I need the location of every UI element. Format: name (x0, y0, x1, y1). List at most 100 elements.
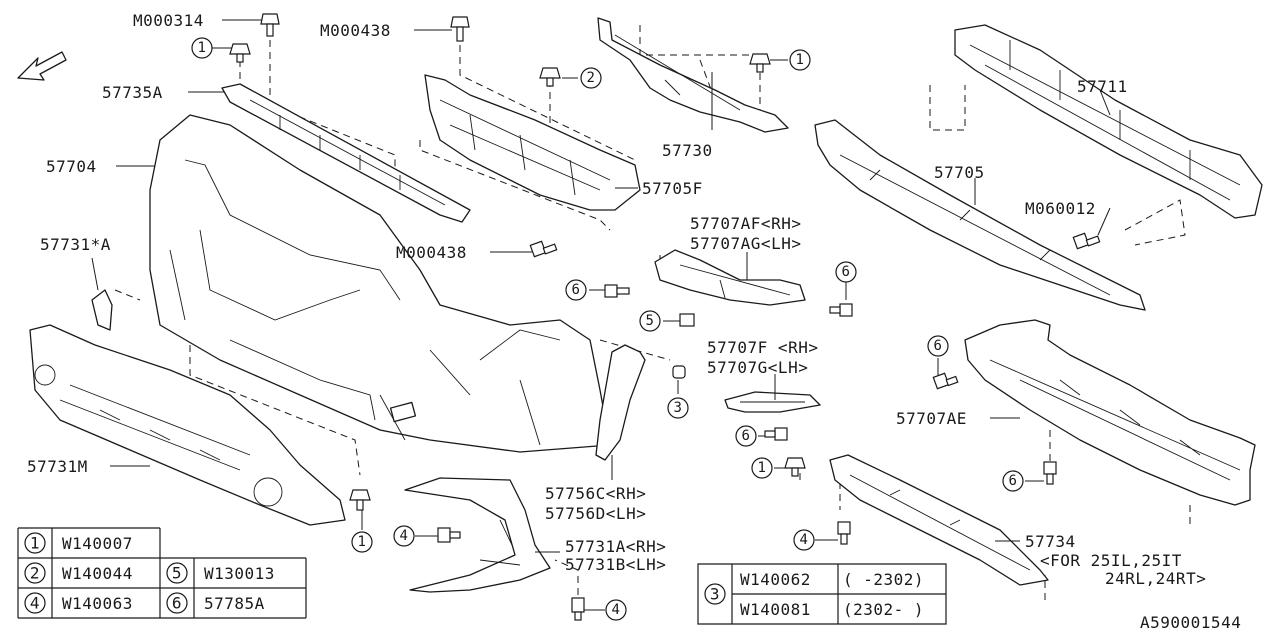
callout-6: 6 (1002, 470, 1024, 492)
bolt-icon (837, 521, 851, 545)
part-57730-bracket (597, 17, 789, 133)
bolt-icon (437, 527, 461, 543)
label-57707af: 57707AF<RH> (690, 214, 801, 233)
label-m000314: M000314 (133, 11, 204, 30)
svg-text:1: 1 (796, 52, 805, 68)
svg-text:1: 1 (198, 40, 207, 56)
label-57711: 57711 (1077, 77, 1128, 96)
part-57704-bumper-cover (149, 114, 611, 453)
svg-text:2: 2 (587, 70, 596, 86)
clip-icon (672, 365, 686, 379)
legend-code: W140007 (62, 534, 133, 553)
legend-code: W140081 (740, 600, 811, 619)
callout-1: 1 (351, 531, 373, 553)
callouts: 1 2 1 6 6 5 6 3 6 1 6 1 4 4 4 (191, 37, 1024, 621)
label-57730: 57730 (662, 141, 713, 160)
legend-row-1: 1 W140007 (24, 532, 133, 554)
part-57735a (221, 83, 471, 223)
callout-2: 2 (580, 67, 602, 89)
clip-icon (229, 43, 251, 63)
label-57707ag: 57707AG<LH> (690, 234, 801, 253)
clip-icon (749, 53, 771, 73)
legend-code: W140062 (740, 570, 811, 589)
svg-text:6: 6 (572, 282, 581, 298)
legend-code: 57785A (204, 594, 265, 613)
legend-range: (2302- ) (843, 600, 924, 619)
legend-table-left: 1 W140007 2 W140044 5 W130013 4 W140063 … (17, 527, 307, 619)
part-57705-beam (814, 119, 1146, 311)
svg-text:1: 1 (758, 460, 767, 476)
label-57731a: 57731A<RH> (565, 537, 666, 556)
bolt-icon (450, 16, 470, 42)
svg-text:2: 2 (30, 564, 40, 583)
label-57704: 57704 (46, 157, 97, 176)
svg-text:6: 6 (172, 594, 182, 613)
svg-text:3: 3 (710, 585, 720, 604)
leader-lines (91, 19, 1111, 611)
svg-text:3: 3 (674, 400, 683, 416)
bolt-icon (1043, 461, 1057, 485)
svg-text:4: 4 (30, 594, 40, 613)
label-m000438-mid: M000438 (396, 243, 467, 262)
svg-text:6: 6 (742, 428, 751, 444)
legend-code: W140063 (62, 594, 133, 613)
part-57707f-bracket (724, 391, 821, 413)
label-note-line2: 24RL,24RT> (1105, 569, 1206, 588)
bolt-icon (764, 427, 788, 441)
callout-4: 4 (793, 529, 815, 551)
label-57756c: 57756C<RH> (545, 484, 646, 503)
label-57731-star-a: 57731*A (40, 235, 111, 254)
part-57731a-trim (404, 477, 551, 593)
legend-row-2: 2 W140044 5 W130013 (24, 562, 275, 584)
label-57734: 57734 (1025, 532, 1076, 551)
svg-text:4: 4 (800, 532, 809, 548)
callout-4: 4 (605, 599, 627, 621)
label-57735a: 57735A (102, 83, 163, 102)
callout-6: 6 (835, 261, 857, 283)
svg-text:1: 1 (30, 534, 40, 553)
callout-1: 1 (789, 49, 811, 71)
svg-text:1: 1 (358, 534, 367, 550)
legend-range: ( -2302) (843, 570, 924, 589)
bolt-icon (829, 303, 853, 317)
part-57731-star-a (91, 289, 113, 331)
legend-code: W140044 (62, 564, 133, 583)
label-57756d: 57756D<LH> (545, 504, 646, 523)
clip-icon (784, 457, 806, 477)
bolt-icon (604, 284, 630, 298)
svg-text:6: 6 (934, 338, 943, 354)
part-labels: M000314 M000438 57735A 57704 57730 57711… (27, 11, 1241, 632)
bolt-icon (571, 597, 585, 621)
label-m060012: M060012 (1025, 199, 1096, 218)
front-arrow-icon (17, 51, 67, 81)
callout-6: 6 (927, 335, 949, 357)
svg-text:6: 6 (1009, 473, 1018, 489)
diagram-id: A590001544 (1140, 613, 1241, 632)
label-57705f: 57705F (642, 179, 703, 198)
svg-text:5: 5 (172, 564, 182, 583)
callout-6: 6 (735, 425, 757, 447)
callout-5: 5 (639, 310, 661, 332)
part-57734-plate (829, 454, 1049, 586)
clip-icon (539, 67, 561, 87)
front-direction-indicator (17, 51, 67, 81)
callout-6: 6 (565, 279, 587, 301)
bolt-icon (260, 13, 280, 37)
legend-table-right: 3 W140062 ( -2302) W140081 (2302- ) (697, 563, 947, 625)
part-57756c-duct (595, 344, 646, 461)
fasteners (229, 13, 1101, 621)
bolt-icon (932, 372, 959, 390)
svg-text:5: 5 (646, 313, 655, 329)
bolt-icon (529, 240, 558, 258)
label-m000438-top: M000438 (320, 21, 391, 40)
part-57707ae-absorber (964, 319, 1256, 506)
label-note-line1: <FOR 25IL,25IT (1040, 551, 1182, 570)
legend-code: W130013 (204, 564, 275, 583)
legend-row-3: 4 W140063 6 57785A (24, 592, 265, 614)
part-57707af-bracket (654, 249, 806, 306)
callout-1: 1 (751, 457, 773, 479)
clip-icon (349, 489, 371, 511)
label-57705: 57705 (934, 163, 985, 182)
clip-icon (679, 313, 695, 327)
